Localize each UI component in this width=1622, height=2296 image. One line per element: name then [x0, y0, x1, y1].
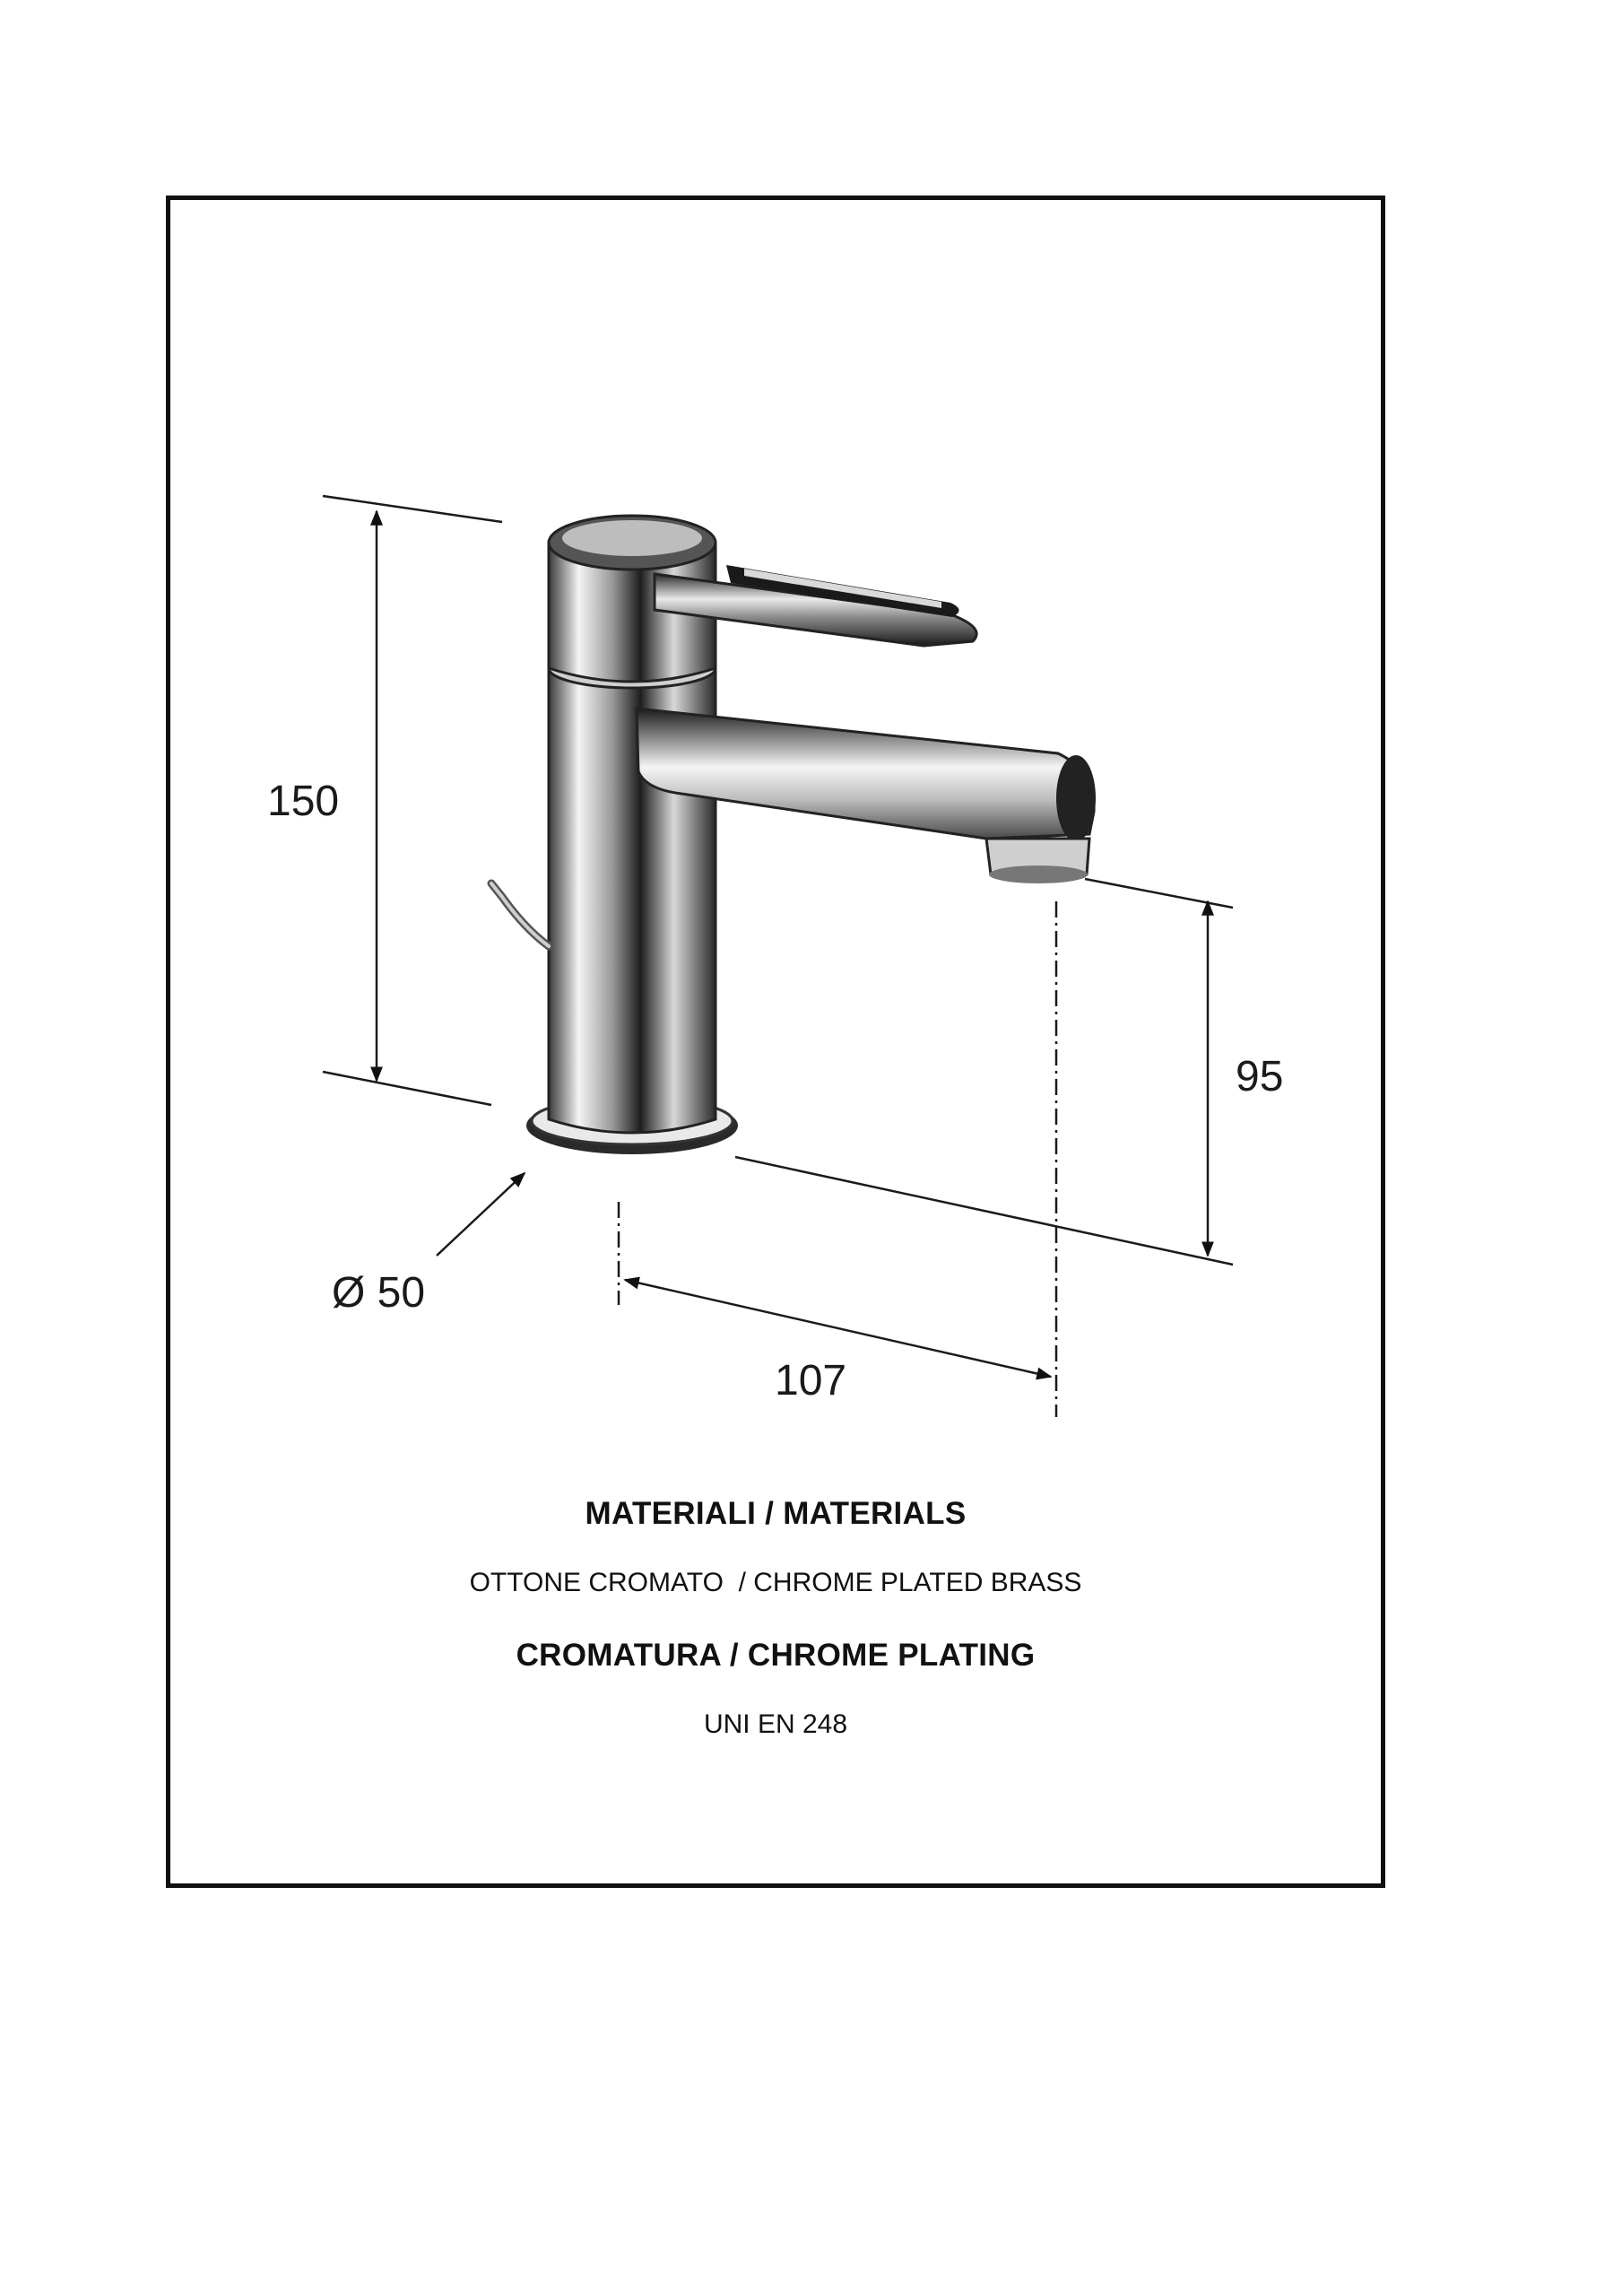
dim-spout-reach: 107: [775, 1357, 847, 1405]
faucet-illustration: [487, 514, 1096, 1154]
dimension-lines: [322, 494, 1234, 1417]
dim-spout-height: 95: [1236, 1053, 1284, 1100]
materials-heading: MATERIALI / MATERIALS: [585, 1496, 967, 1531]
plating-heading: CROMATURA / CHROME PLATING: [516, 1638, 1036, 1673]
dim-base-diameter: Ø 50: [332, 1269, 426, 1317]
materials-value: OTTONE CROMATO / CHROME PLATED BRASS: [469, 1568, 1082, 1597]
plating-value: UNI EN 248: [703, 1709, 848, 1739]
dim-height-total: 150: [267, 778, 340, 825]
drawing-frame: [166, 196, 1385, 1888]
